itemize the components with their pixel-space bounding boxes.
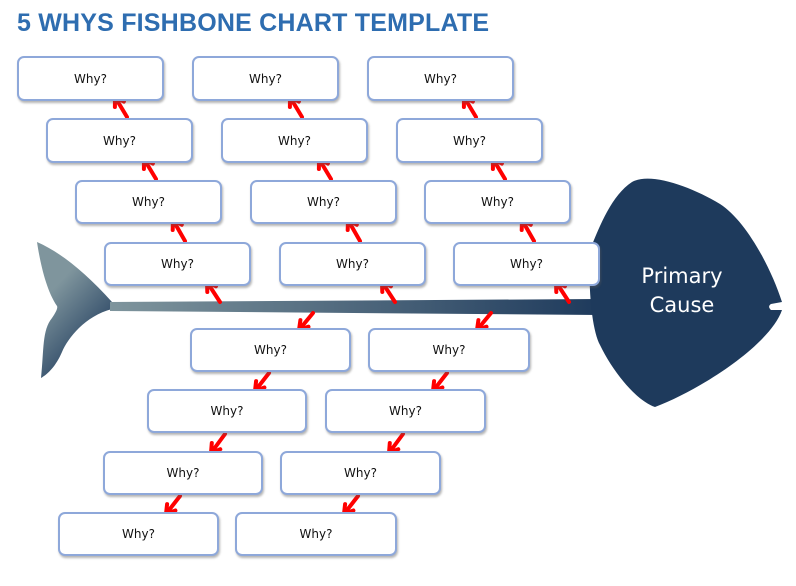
why-box-upper-2-level-3[interactable]: Why? [221, 118, 368, 163]
why-box-upper-2-level-4[interactable]: Why? [192, 56, 339, 101]
primary-cause-line1: Primary [641, 264, 723, 288]
why-box-lower-1-level-3[interactable]: Why? [103, 451, 263, 495]
page-title: 5 WHYS FISHBONE CHART TEMPLATE [17, 9, 490, 37]
why-box-lower-2-level-3[interactable]: Why? [280, 451, 441, 495]
why-box-lower-2-level-2[interactable]: Why? [325, 389, 486, 433]
primary-cause-line2: Cause [649, 293, 715, 317]
why-box-lower-1-level-2[interactable]: Why? [147, 389, 307, 433]
why-box-upper-3-level-3[interactable]: Why? [396, 118, 543, 163]
why-box-upper-2-level-1[interactable]: Why? [279, 242, 426, 286]
why-box-upper-1-level-3[interactable]: Why? [46, 118, 193, 163]
why-box-upper-3-level-2[interactable]: Why? [424, 180, 571, 224]
arrow-shaft [209, 432, 227, 455]
why-box-upper-3-level-1[interactable]: Why? [453, 242, 600, 286]
arrow-shaft [387, 432, 405, 455]
fish-spine [110, 299, 600, 315]
fish-head [589, 178, 782, 407]
why-box-lower-2-level-1[interactable]: Why? [368, 328, 530, 372]
why-box-lower-2-level-4[interactable]: Why? [235, 512, 397, 556]
why-box-lower-1-level-4[interactable]: Why? [58, 512, 219, 556]
why-box-upper-2-level-2[interactable]: Why? [250, 180, 397, 224]
why-box-upper-1-level-4[interactable]: Why? [17, 56, 164, 101]
why-box-lower-1-level-1[interactable]: Why? [190, 328, 351, 372]
why-box-upper-1-level-2[interactable]: Why? [75, 180, 222, 224]
primary-cause-label: Primary Cause [612, 262, 752, 320]
why-box-upper-3-level-4[interactable]: Why? [367, 56, 514, 101]
fish-tail [37, 242, 112, 378]
why-box-upper-1-level-1[interactable]: Why? [104, 242, 251, 286]
